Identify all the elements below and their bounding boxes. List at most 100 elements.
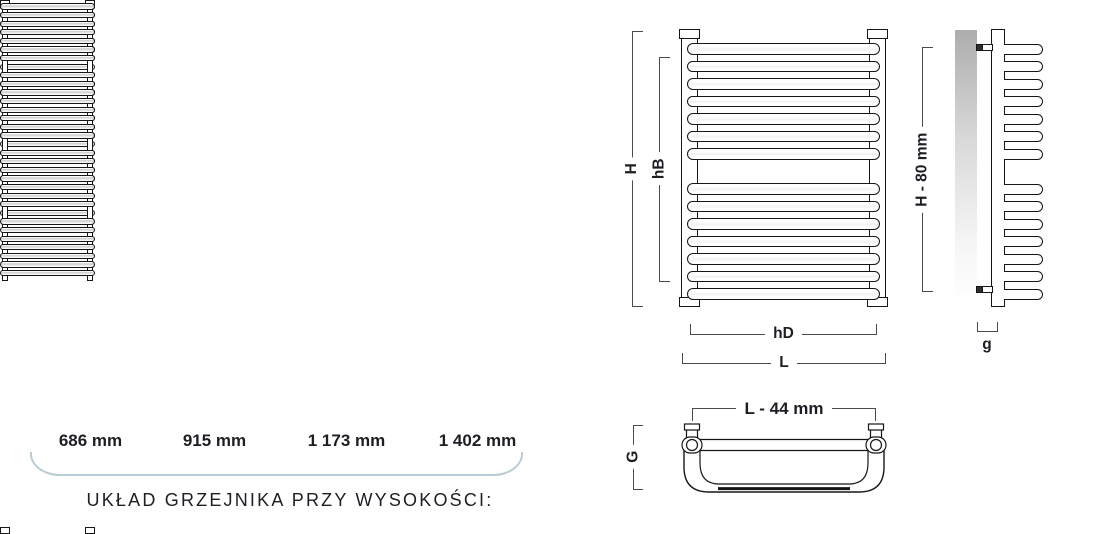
tube [0,218,95,225]
left-valve [685,438,699,452]
tube-loop [1004,183,1043,195]
dim-H-label: H [622,157,642,181]
dim-hB-label-wrap: hB [644,152,674,186]
tube [0,158,95,165]
size-label: 686 mm [58,431,123,450]
tube [687,130,880,143]
tube [0,29,95,36]
tube [0,3,95,10]
tube [687,148,880,160]
dim-L-label-wrap: L [682,353,886,373]
front-view-radiator [679,29,889,307]
tube [687,113,880,125]
dim-L44-label: L - 44 mm [736,397,832,419]
wall-surface [955,30,977,306]
left-foot [0,527,10,534]
dim-G-label-wrap: G [618,442,648,472]
right-valve [869,438,883,452]
tube [0,106,95,113]
tube-loop [1004,61,1043,72]
tube [687,288,880,300]
tube [0,132,95,139]
tube [0,166,95,174]
size-label: 1 402 mm [438,431,517,450]
tube-loop [1004,253,1043,265]
tube [0,89,95,96]
tube [687,235,880,248]
bottom-connection-drawing [681,423,887,493]
tube [0,46,95,53]
tube-loop [1004,201,1043,212]
tube [0,63,95,70]
dim-g-bracket [977,322,998,332]
tube [0,252,95,260]
tube [687,253,880,265]
tube [687,95,880,108]
tube [0,269,95,277]
wall-bracket-bottom-anchor [976,285,983,293]
tube [0,175,95,182]
right-collar [867,423,885,431]
dim-H80-label: H - 80 mm [912,126,932,214]
tube [0,261,95,268]
tube [687,183,880,195]
tube [0,149,95,156]
pipe-outer [683,448,885,493]
dim-hD-label-wrap: hD [690,324,877,344]
dim-hD-label: hD [765,324,802,344]
tube [687,270,880,283]
tube [687,78,880,90]
tube-loop [1004,131,1043,142]
tube [0,244,95,251]
right-cap [867,29,888,39]
pipe-inner [699,448,869,485]
dim-H-label-wrap: H [617,154,647,184]
tube [0,235,95,242]
tube-loop [1004,96,1043,107]
height-comparison-panel: 686 mm 915 mm 1 173 mm 1 402 mm [0,0,517,534]
dim-L44-label-wrap: L - 44 mm [692,397,876,419]
tube [687,200,880,213]
tube [0,140,95,148]
tube [0,20,95,27]
tube [687,60,880,73]
tube [0,192,95,199]
swoosh-underline [30,452,523,476]
wall-bracket-top-anchor [976,43,983,51]
tube [687,43,880,55]
tube-loop [1004,43,1043,55]
dim-H80-label-wrap: H - 80 mm [907,126,937,214]
tube [0,226,95,234]
dim-G-label: G [623,444,643,470]
right-foot [85,527,95,534]
tube-loop [1004,113,1043,125]
dim-g-label-wrap: g [972,336,1002,354]
tube [0,80,95,88]
tube [0,209,95,217]
size-label: 915 mm [182,431,247,450]
tube-loop [1004,78,1043,90]
left-collar [683,423,701,431]
tube [0,72,95,79]
tube [0,123,95,131]
side-view-tubes [1004,29,1046,307]
dim-g-label: g [982,336,992,354]
tube [0,201,95,208]
size-label: 1 173 mm [307,431,386,450]
dim-L-label: L [771,353,797,373]
side-rail [991,29,1005,307]
tube [0,54,95,62]
tube-loop [1004,236,1043,247]
tube [687,218,880,230]
dim-hB-label: hB [649,152,669,186]
panel-caption: UKŁAD GRZEJNIKA PRZY WYSOKOŚCI: [86,490,494,510]
tube-loop [1004,218,1043,230]
tube [0,97,95,105]
left-cap [679,29,700,39]
tube-loop [1004,148,1043,160]
tube [0,183,95,191]
tube [0,11,95,19]
tube-loop [1004,288,1043,300]
tube [0,37,95,45]
